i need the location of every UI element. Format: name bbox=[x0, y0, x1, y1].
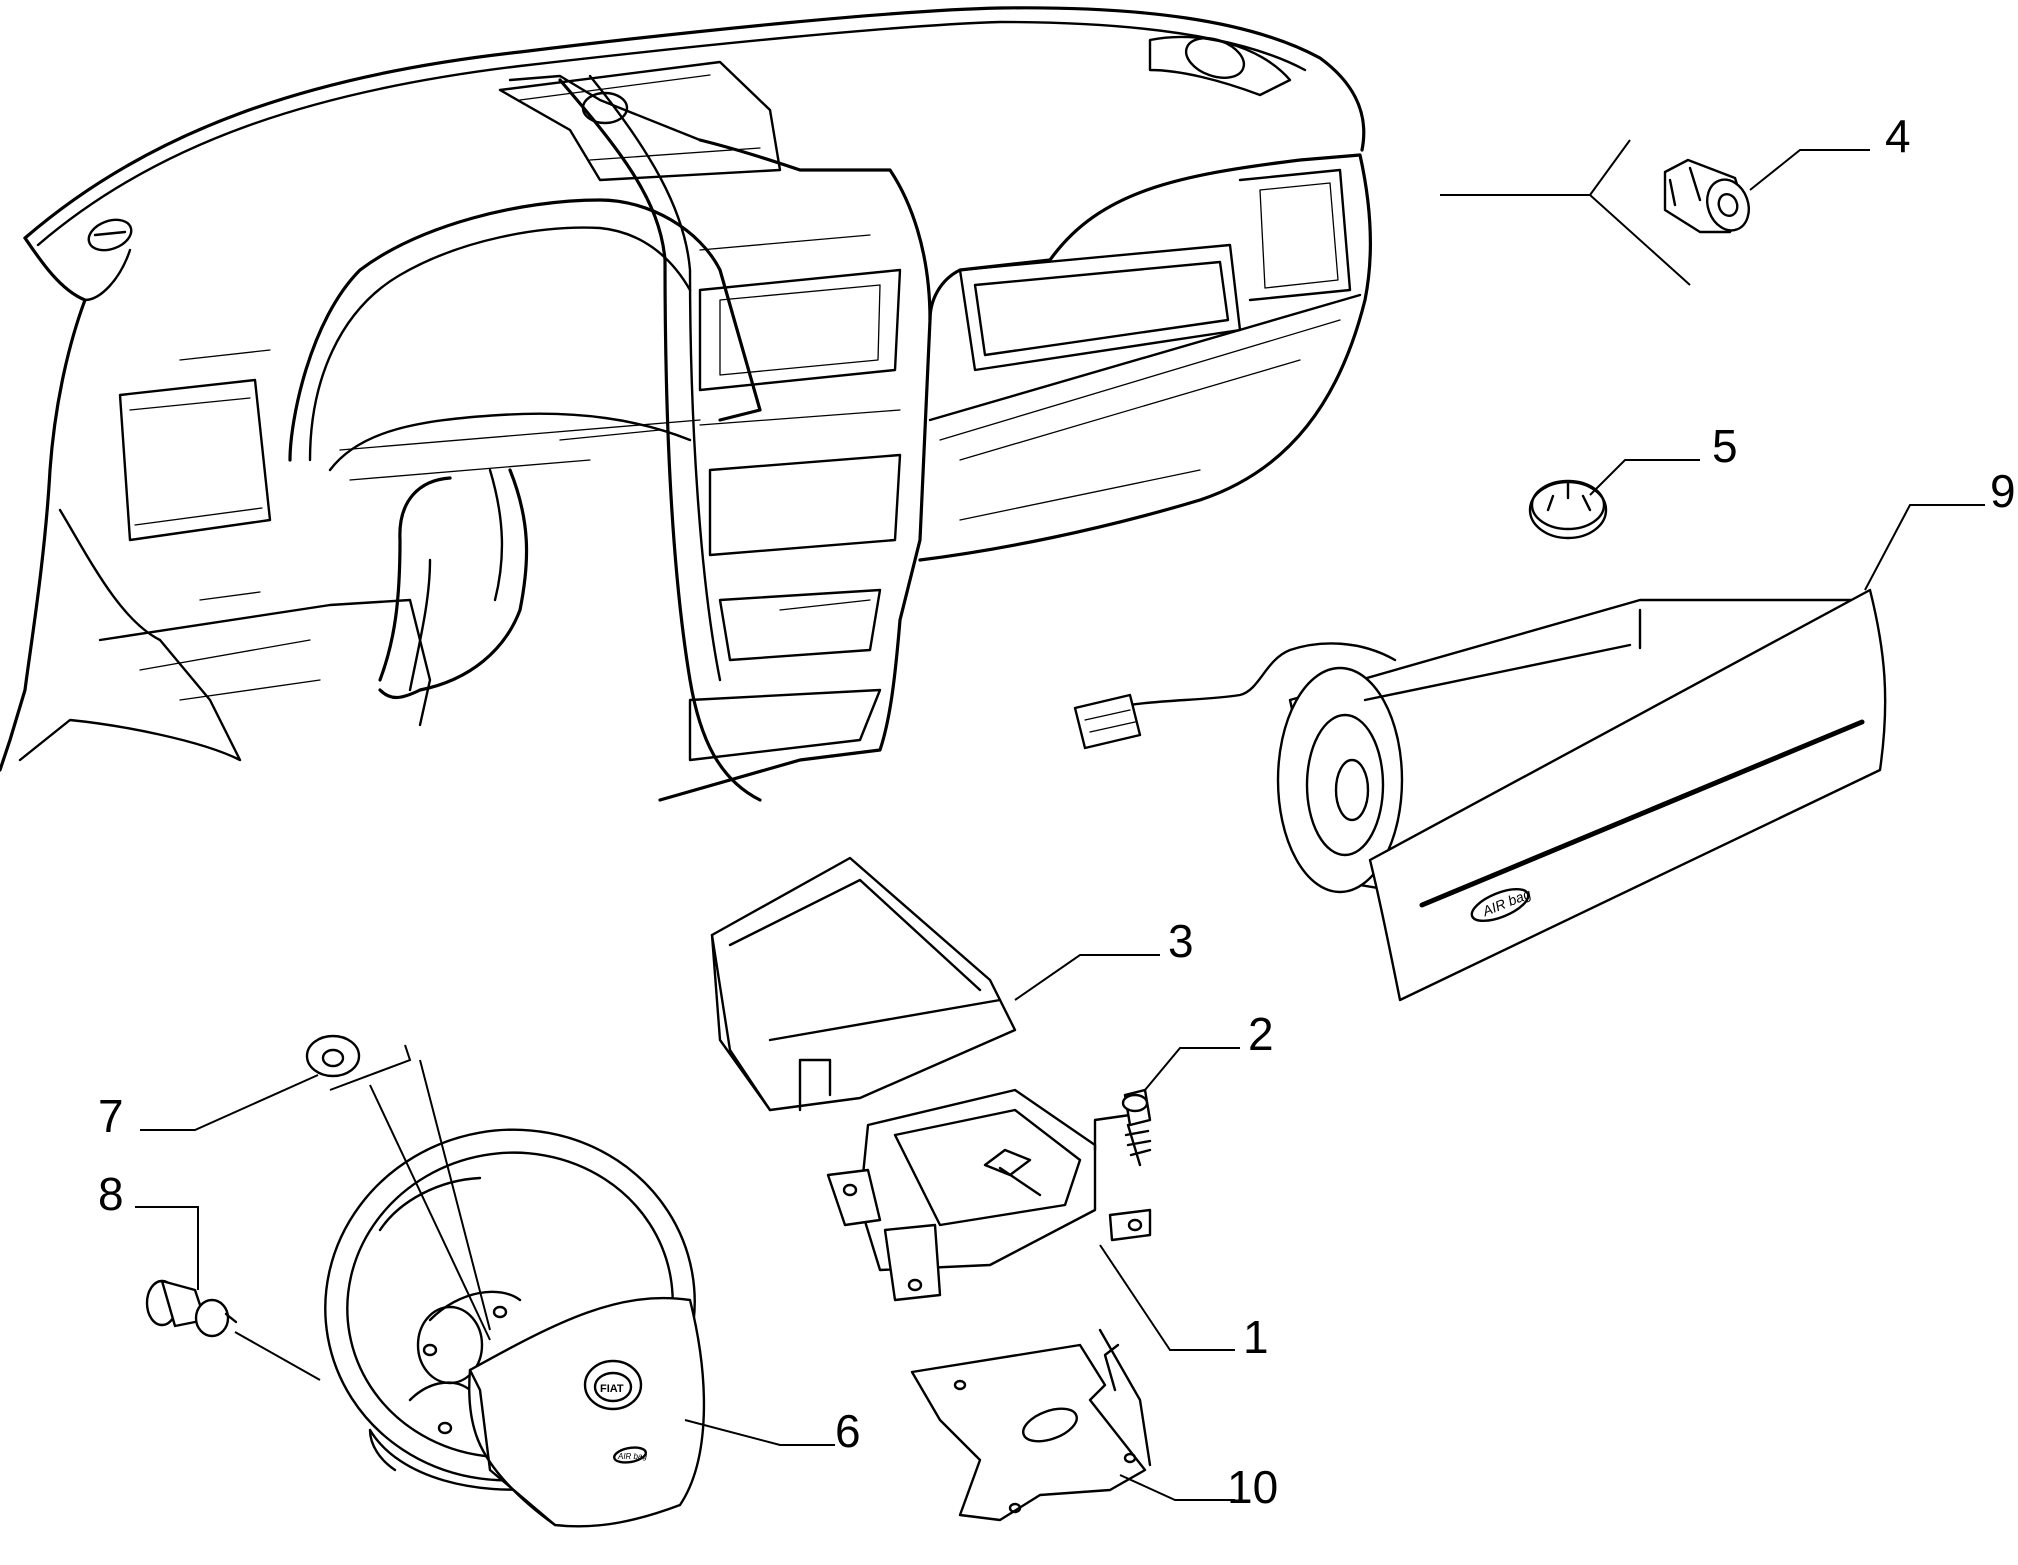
callout-8: 8 bbox=[98, 1168, 124, 1220]
leader-7-wheel bbox=[329, 1044, 491, 1341]
callout-9: 9 bbox=[1990, 465, 2016, 517]
leader-5 bbox=[1589, 459, 1700, 496]
part-4-clip-fastener bbox=[1663, 158, 1750, 234]
callout-2: 2 bbox=[1248, 1008, 1274, 1060]
wheel-airbag-marking: AIR bag bbox=[617, 1452, 647, 1461]
callout-4: 4 bbox=[1885, 110, 1911, 162]
part-9-passenger-airbag-module: AIR bag bbox=[1073, 588, 1887, 1002]
part-7-washer bbox=[305, 1034, 361, 1078]
leader-7 bbox=[140, 1074, 319, 1131]
leader-9 bbox=[1864, 504, 1985, 591]
part-10-mounting-bracket bbox=[910, 1328, 1152, 1522]
part-5-cap bbox=[1528, 479, 1608, 540]
leader-1 bbox=[1099, 1244, 1235, 1351]
part-1-airbag-control-unit bbox=[826, 1088, 1152, 1302]
leader-8-wheel bbox=[234, 1331, 321, 1381]
callout-7: 7 bbox=[98, 1090, 124, 1142]
leader-4-dashboard bbox=[1440, 139, 1691, 286]
dashboard-assembly bbox=[0, 6, 1373, 802]
callout-1: 1 bbox=[1243, 1311, 1269, 1363]
wheel-hub-logo: FIAT bbox=[600, 1383, 624, 1395]
callout-3: 3 bbox=[1168, 915, 1194, 967]
part-3-control-unit-cover bbox=[710, 856, 1017, 1112]
callout-5: 5 bbox=[1712, 420, 1738, 472]
part-2-screw bbox=[1121, 1088, 1152, 1167]
callout-6: 6 bbox=[835, 1405, 861, 1457]
leader-10 bbox=[1119, 1474, 1235, 1501]
leader-4 bbox=[1749, 149, 1870, 191]
part-8-bolt bbox=[145, 1279, 238, 1338]
leader-6 bbox=[684, 1419, 835, 1446]
callout-10: 10 bbox=[1227, 1461, 1278, 1513]
leader-8 bbox=[135, 1206, 199, 1290]
leader-2 bbox=[1144, 1047, 1240, 1091]
leader-3 bbox=[1014, 954, 1160, 1001]
part-6-steering-wheel-airbag: FIAT AIR bag bbox=[324, 1128, 706, 1528]
